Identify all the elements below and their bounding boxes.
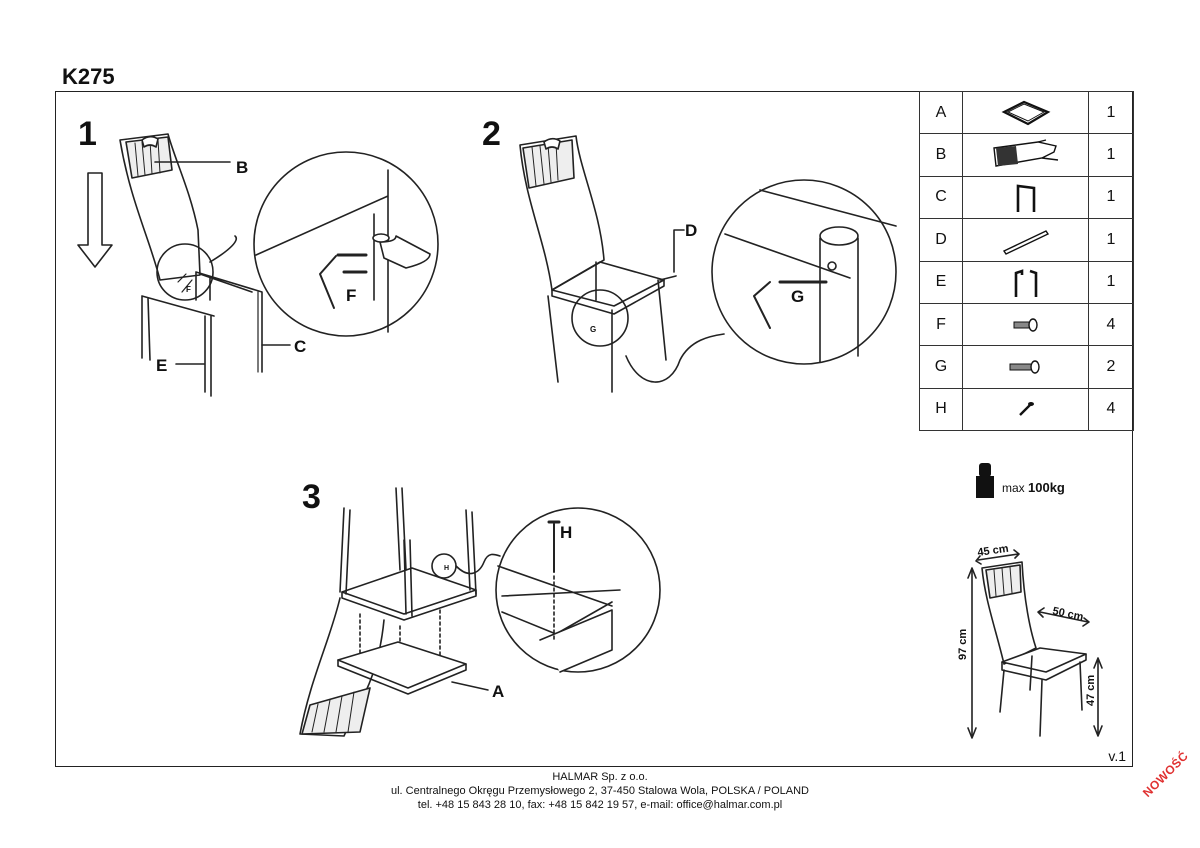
table-row: E 1 <box>919 260 1134 304</box>
part-qty: 1 <box>1088 133 1134 177</box>
table-row: C 1 <box>919 175 1134 220</box>
dimension-chair-illustration <box>967 549 1103 739</box>
document-title: K275 <box>62 64 115 89</box>
step-3-illustration: 3 A H H <box>299 478 661 737</box>
part-qty: 1 <box>1088 90 1134 135</box>
part-label-f: F <box>346 286 356 305</box>
part-qty: 4 <box>1088 302 1134 347</box>
load-prefix: max <box>1002 481 1025 495</box>
footer-contact: tel. +48 15 843 28 10, fax: +48 15 842 1… <box>417 799 783 811</box>
dimension-seat-height: 47 cm <box>1085 675 1097 706</box>
table-row: H 4 <box>919 387 1134 432</box>
part-label-e: E <box>156 356 167 375</box>
backrest-icon <box>962 133 1089 177</box>
table-row: A 1 <box>919 90 1134 135</box>
part-label-f-small: F <box>186 285 191 294</box>
step-1-illustration: 1 B F C E F <box>77 115 439 397</box>
part-label-d: D <box>685 221 697 240</box>
part-letter: E <box>919 260 963 304</box>
part-qty: 2 <box>1088 345 1134 389</box>
version-label: v.1 <box>1108 748 1126 764</box>
part-letter: F <box>919 302 963 347</box>
part-label-c: C <box>294 337 306 356</box>
footer-address: ul. Centralnego Okręgu Przemysłowego 2, … <box>390 785 809 797</box>
part-qty: 1 <box>1088 260 1134 304</box>
part-letter: A <box>919 90 963 135</box>
part-letter: C <box>919 175 963 220</box>
dimension-height: 97 cm <box>957 629 969 660</box>
part-letter: B <box>919 133 963 177</box>
part-qty: 1 <box>1088 175 1134 220</box>
dimension-depth: 50 cm <box>1051 605 1084 623</box>
bolt-short-icon <box>962 302 1089 347</box>
part-letter: G <box>919 345 963 389</box>
table-row: B 1 <box>919 133 1134 177</box>
part-letter: H <box>919 387 963 432</box>
table-row: D 1 <box>919 218 1134 262</box>
step-1-number: 1 <box>78 115 97 153</box>
table-row: F 4 <box>919 302 1134 347</box>
crossbar-icon <box>962 218 1089 262</box>
part-label-g-small: G <box>590 325 596 334</box>
bolt-long-icon <box>962 345 1089 389</box>
part-letter: D <box>919 218 963 262</box>
step-3-number: 3 <box>302 478 321 516</box>
rear-leg-frame-icon <box>962 175 1089 220</box>
parts-table: A 1 B 1 C 1 D 1 E 1 F 4 G <box>919 90 1134 432</box>
part-qty: 1 <box>1088 218 1134 262</box>
table-row: G 2 <box>919 345 1134 389</box>
weight-icon <box>976 463 994 498</box>
part-qty: 4 <box>1088 387 1134 432</box>
load-value: 100kg <box>1028 480 1065 495</box>
part-label-a: A <box>492 682 504 701</box>
step-2-illustration: 2 D G G <box>482 115 897 393</box>
down-arrow-icon <box>77 172 113 268</box>
part-label-h-small: H <box>444 565 449 572</box>
part-label-h: H <box>560 523 572 542</box>
footer-company: HALMAR Sp. z o.o. <box>552 771 648 783</box>
part-label-b: B <box>236 158 248 177</box>
part-label-g: G <box>791 287 804 306</box>
front-leg-frame-icon <box>962 260 1089 304</box>
dimension-width: 45 cm <box>977 543 1010 559</box>
step-2-number: 2 <box>482 115 501 153</box>
screw-icon <box>962 387 1089 432</box>
seat-panel-icon <box>962 90 1089 135</box>
footer: HALMAR Sp. z o.o. ul. Centralnego Okręgu… <box>0 770 1200 812</box>
